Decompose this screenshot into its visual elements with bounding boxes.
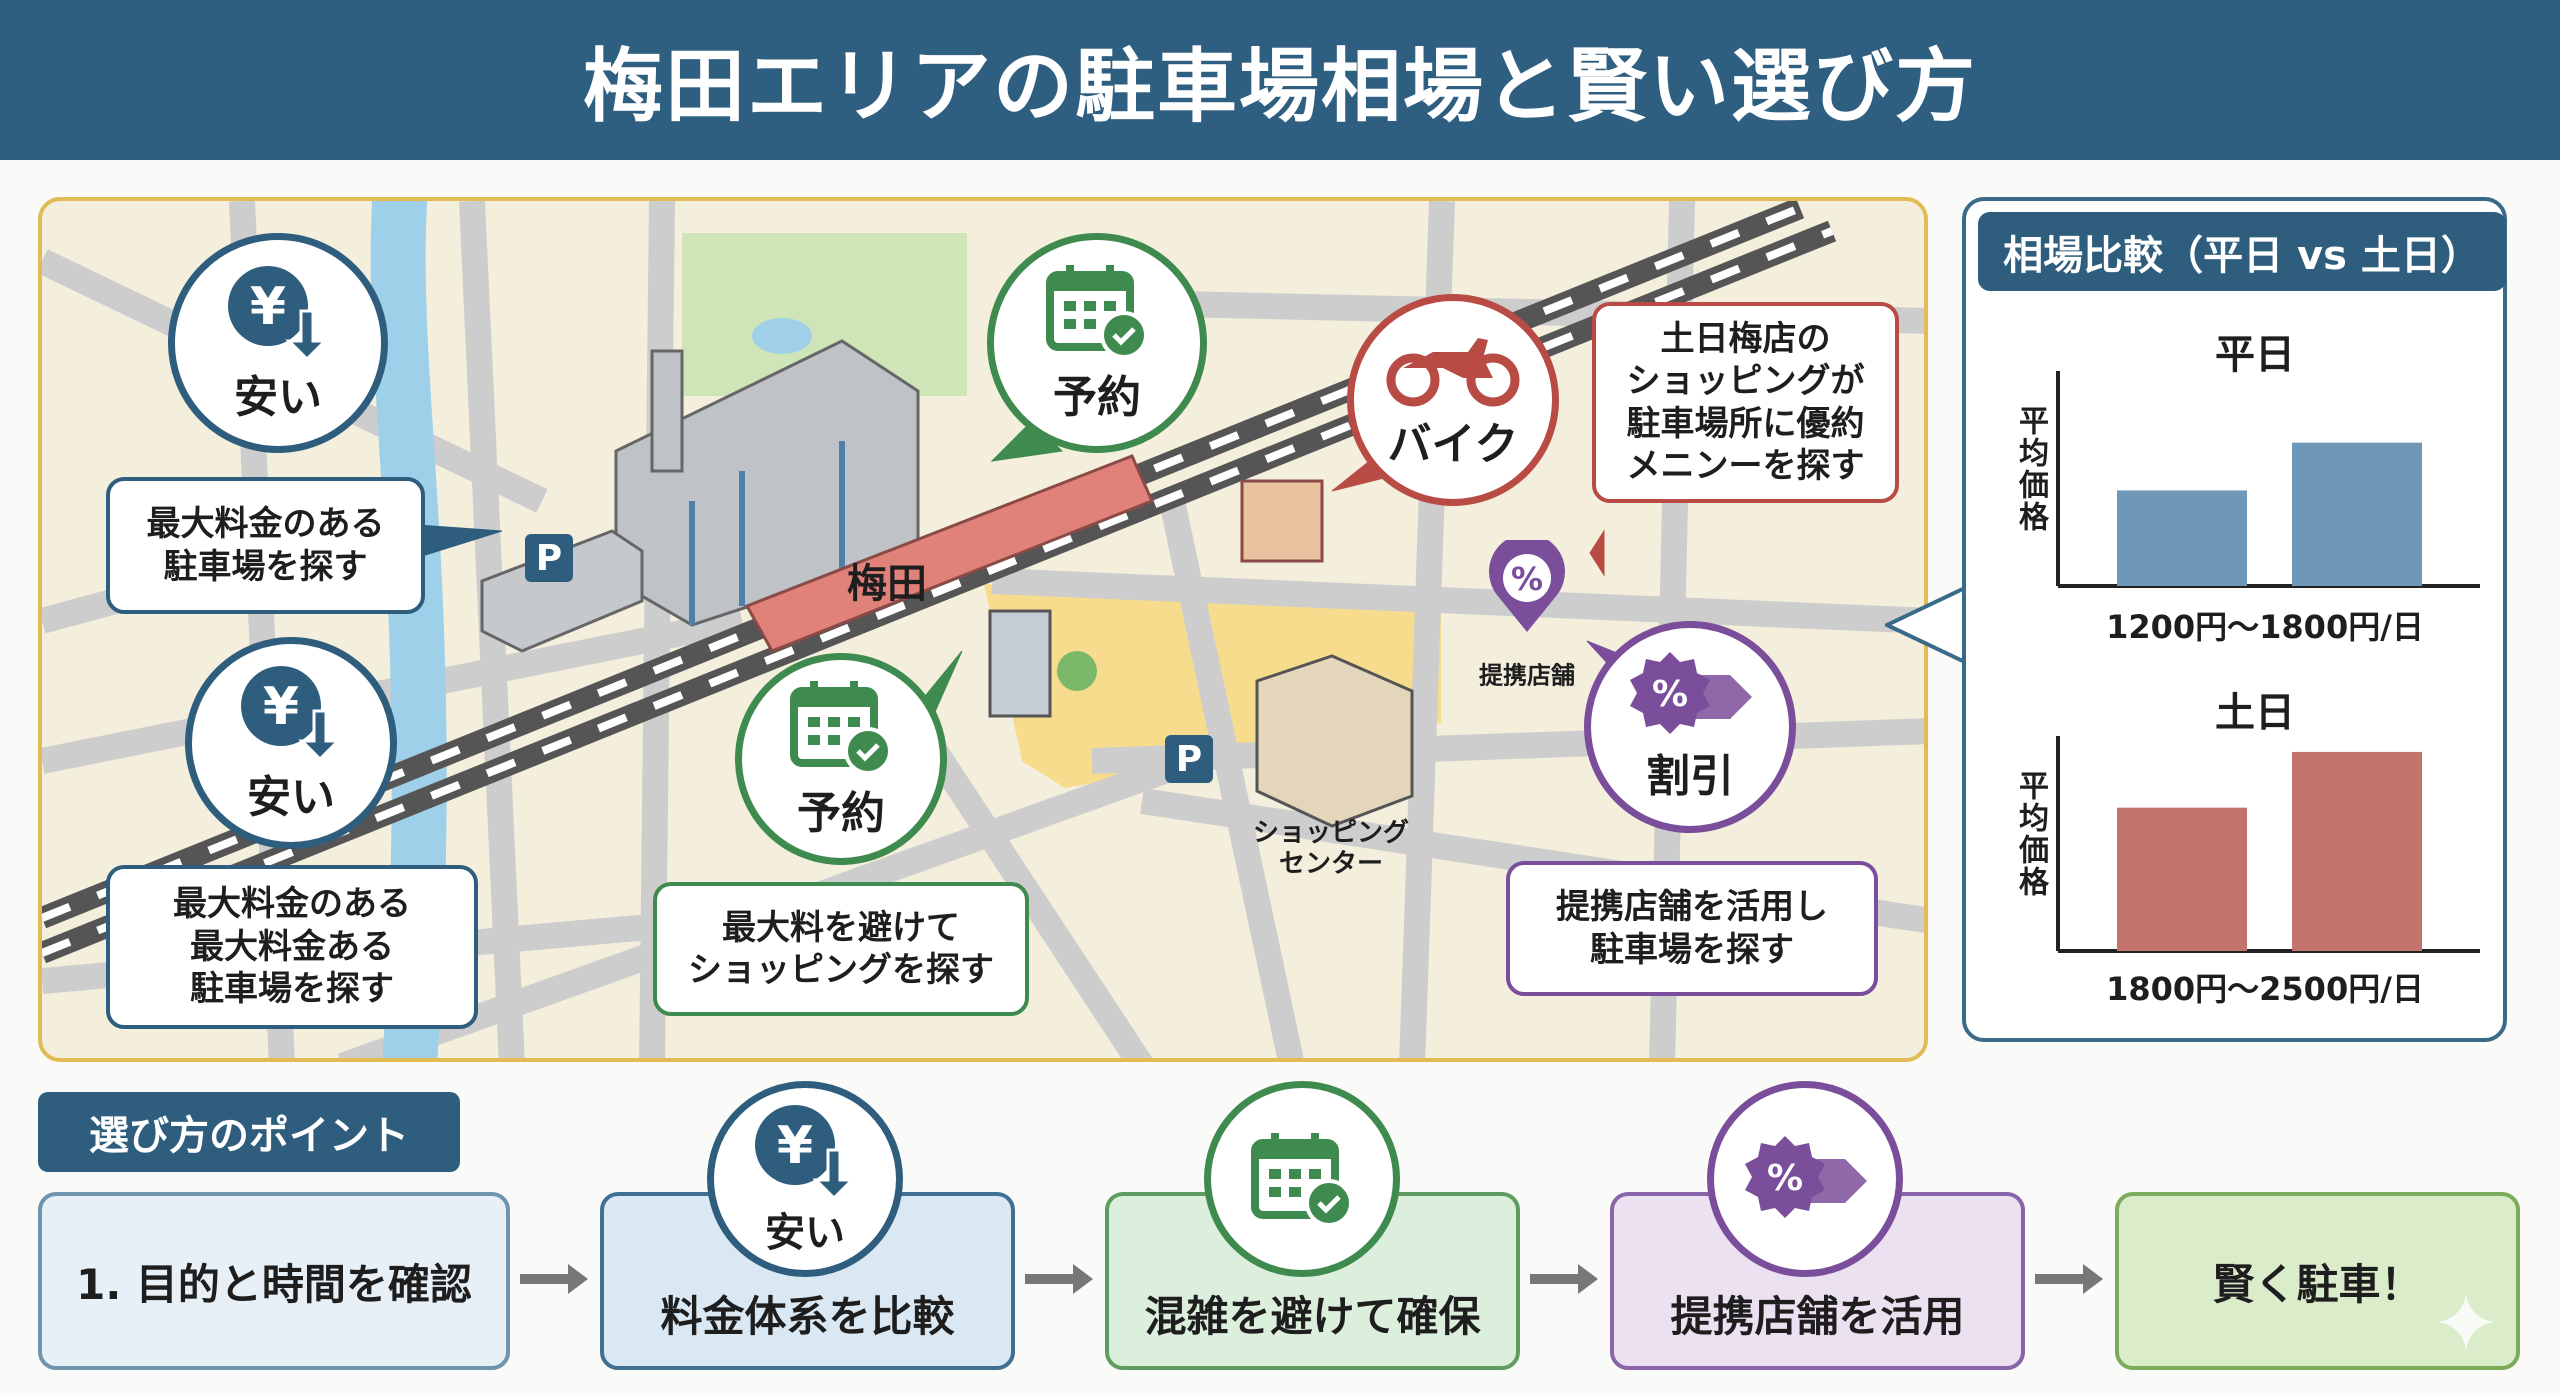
- step-2: 料金体系を比較: [600, 1192, 1015, 1370]
- bar-最高: [2292, 442, 2422, 586]
- sparkle-icon: [2438, 1294, 2494, 1350]
- yen-down-icon: ¥: [241, 666, 342, 761]
- arrow-icon: [1025, 1264, 1093, 1294]
- step-4: 提携店舗を活用: [1610, 1192, 2025, 1370]
- callout-bike[interactable]: バイク: [1347, 294, 1559, 506]
- callout-label: 安い: [234, 372, 322, 423]
- step-badge: 安い: [765, 1210, 845, 1256]
- bar-最高: [2292, 751, 2422, 951]
- partner-store-label: 提携店舗: [1479, 661, 1575, 690]
- map-pin-percent-icon: %: [1489, 533, 1565, 632]
- parking-building: [480, 529, 644, 653]
- callout-reserve-1[interactable]: 予約: [987, 233, 1207, 453]
- yen-down-icon: ¥: [228, 266, 329, 361]
- umeda-station: [744, 454, 1155, 653]
- tree: [1057, 651, 1097, 691]
- step-label: 混雑を避けて確保: [1144, 1292, 1481, 1341]
- step-label: 賢く駐車！: [2212, 1259, 2423, 1309]
- step-3: 混雑を避けて確保: [1105, 1192, 1520, 1370]
- chart-xlabel: 1200円〜1800円/日: [2106, 608, 2424, 646]
- svg-text:%: %: [1767, 1158, 1803, 1199]
- step-label: 1. 目的と時間を確認: [76, 1259, 472, 1309]
- chart-ylabel: 平均価格: [2013, 770, 2048, 898]
- callout-label: 予約: [797, 788, 885, 839]
- step-icon-discount: %: [1707, 1081, 1903, 1277]
- motorcycle-icon: [1386, 338, 1520, 407]
- park: [682, 233, 967, 396]
- callout-text-box: 最大料を避けて ショッピングを探す: [653, 882, 1029, 1016]
- pond: [752, 318, 812, 354]
- callout-text-box: 最大料金のある 最大料金ある 駐車場を探す: [106, 865, 478, 1029]
- arrow-icon: [1530, 1264, 1598, 1294]
- callout-label: バイク: [1387, 419, 1519, 470]
- callout-text-box: 最大料金のある 駐車場を探す: [106, 477, 425, 614]
- svg-text:%: %: [1511, 560, 1543, 598]
- bar-最低: [2117, 807, 2247, 951]
- callout-text-box: 提携店舗を活用し 駐車場を探す: [1506, 861, 1878, 996]
- chart-title-weekend: 土日: [2215, 690, 2295, 736]
- step-label: 料金体系を比較: [660, 1292, 955, 1341]
- calendar-check-icon: [790, 681, 892, 775]
- parking-sign: P: [525, 534, 573, 582]
- chart-ylabel: 平均価格: [2013, 405, 2048, 533]
- callout-cheap-1[interactable]: ¥ 安い: [168, 233, 388, 453]
- callout-label: 予約: [1053, 372, 1141, 423]
- arrow-icon: [2035, 1264, 2103, 1294]
- station-label: 梅田: [847, 561, 927, 607]
- page-title: 梅田エリアの駐車場相場と賢い選び方: [583, 40, 1977, 133]
- arrow-icon: [520, 1264, 588, 1294]
- discount-tag-icon: %: [1630, 652, 1752, 734]
- chart-title-weekday: 平日: [2215, 332, 2295, 378]
- shop-building: [1240, 479, 1324, 563]
- callout-label: 安い: [247, 772, 335, 823]
- shopping-center-label: ショッピング センター: [1252, 817, 1410, 879]
- step-1: 1. 目的と時間を確認: [38, 1192, 510, 1370]
- comparison-title: 相場比較（平日 vs 土日）: [1978, 212, 2506, 291]
- calendar-check-icon: [1046, 265, 1148, 359]
- chart-weekday: [2056, 371, 2480, 588]
- calendar-check-icon: [1251, 1133, 1353, 1227]
- callout-discount[interactable]: % 割引: [1584, 621, 1796, 833]
- bar-最低: [2117, 490, 2247, 586]
- svg-text:¥: ¥: [250, 277, 286, 337]
- yen-down-icon: ¥: [755, 1105, 856, 1200]
- callout-label: 割引: [1646, 751, 1734, 802]
- svg-text:¥: ¥: [777, 1116, 813, 1176]
- discount-tag-icon: %: [1745, 1136, 1867, 1218]
- step-icon-calendar: [1204, 1081, 1400, 1277]
- callout-reserve-2[interactable]: 予約: [735, 653, 947, 865]
- step-label: 提携店舗を活用: [1670, 1292, 1965, 1341]
- shopping-center-building: [1255, 654, 1414, 828]
- chart-xlabel: 1800円〜2500円/日: [2106, 970, 2424, 1008]
- points-title: 選び方のポイント: [38, 1092, 460, 1172]
- callout-text-box: 土日梅店の ショッピングが 駐車場所に優約 メニンーを探す: [1592, 302, 1899, 503]
- partner-store-pin[interactable]: %: [1487, 533, 1567, 639]
- tower-building: [988, 609, 1052, 718]
- svg-text:¥: ¥: [263, 677, 299, 737]
- step-5: 賢く駐車！: [2115, 1192, 2520, 1370]
- header-banner: 梅田エリアの駐車場相場と賢い選び方: [0, 0, 2560, 160]
- step-icon-cheap: ¥ 安い: [707, 1081, 903, 1277]
- svg-text:%: %: [1652, 674, 1688, 715]
- chart-weekend: [2056, 736, 2480, 953]
- parking-sign: P: [1165, 735, 1213, 783]
- callout-cheap-2[interactable]: ¥ 安い: [185, 637, 397, 849]
- river: [370, 201, 447, 1058]
